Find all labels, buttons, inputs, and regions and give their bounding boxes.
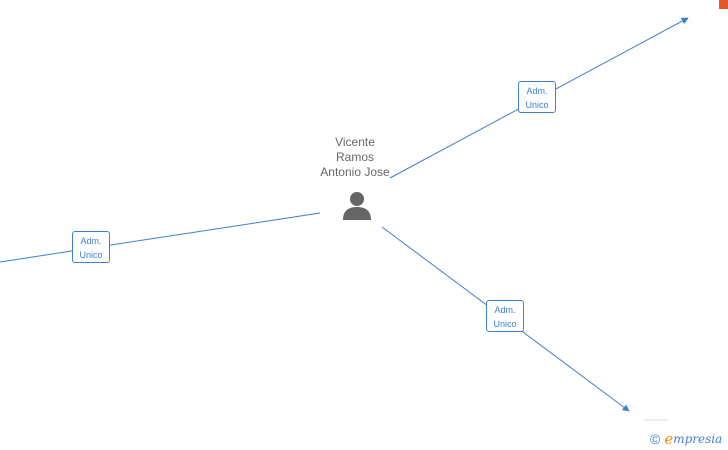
relation-label-top[interactable]: Adm. Unico (518, 81, 556, 113)
edge-to-left-company[interactable] (0, 212, 321, 263)
person-name-line: Ramos (335, 150, 374, 164)
person-icon[interactable] (340, 190, 374, 222)
relation-label-line: Unico (493, 319, 517, 329)
relation-label-line: Adm. (80, 236, 102, 246)
relation-label-bottom[interactable]: Adm. Unico (486, 300, 524, 332)
relation-label-line: Unico (525, 100, 549, 110)
brand-wordmark: mpresia (673, 432, 723, 446)
copyright-icon: © (650, 431, 661, 447)
person-name-line: Vicente (335, 135, 375, 149)
relation-label-line: Unico (79, 250, 103, 260)
person-name-line: Antonio Jose (320, 165, 390, 179)
company-node-bottom-right[interactable] (644, 419, 668, 421)
brand-initial: e (664, 430, 674, 448)
relation-label-left[interactable]: Adm. Unico (72, 231, 110, 263)
relation-label-line: Adm. (526, 86, 548, 96)
person-name[interactable]: Vicente Ramos Antonio Jose (300, 135, 410, 180)
relation-label-line: Adm. (494, 305, 516, 315)
company-node-top-right[interactable] (719, 0, 728, 9)
brand-logo[interactable]: © e mpresia (650, 430, 722, 448)
